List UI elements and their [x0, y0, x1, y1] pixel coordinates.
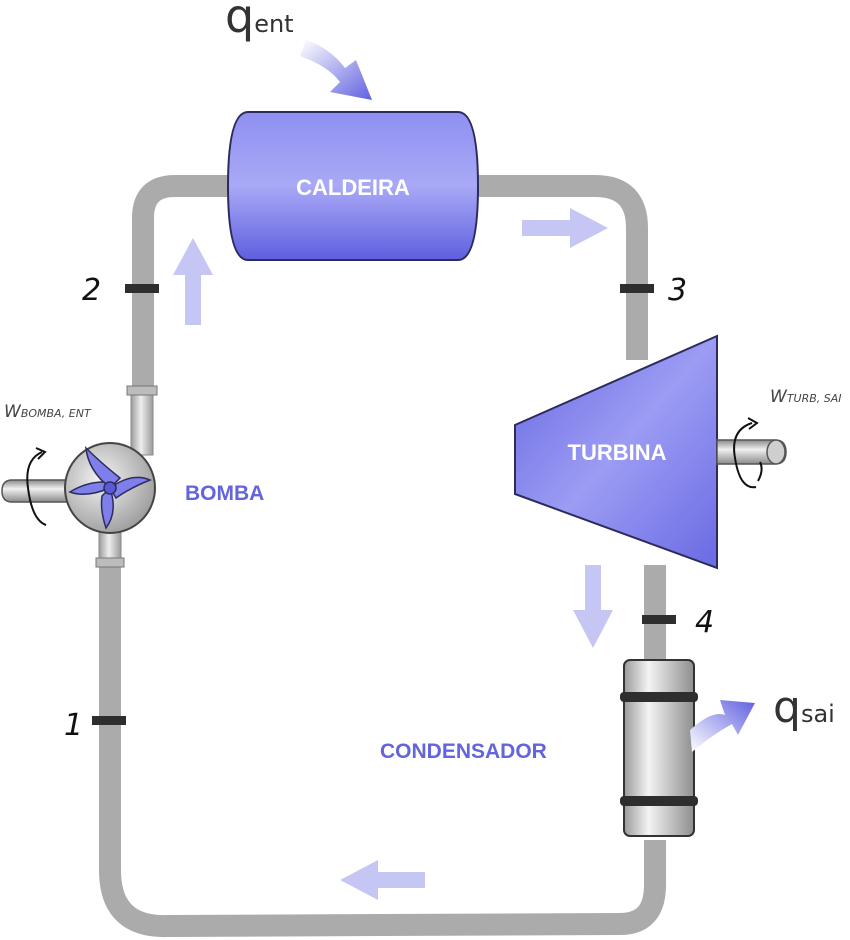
boiler — [226, 111, 480, 261]
heat-in-arrow — [300, 40, 372, 100]
heat-out-label: qsai — [773, 682, 835, 733]
state-marker-3 — [620, 284, 654, 293]
pump-pipe-top — [130, 389, 154, 456]
state-label-3: 3 — [668, 273, 687, 308]
state-label-2: 2 — [82, 273, 101, 308]
turbine-rotation-arrow — [733, 422, 757, 489]
state-marker-4 — [642, 615, 676, 624]
state-label-1: 1 — [64, 708, 83, 743]
state-marker-1 — [92, 716, 126, 725]
condenser-label: CONDENSADOR — [380, 740, 547, 763]
flow-arrow-left — [340, 860, 425, 900]
turbine-work-label: WTURB, SAI — [770, 387, 842, 407]
pipe-loop — [99, 175, 666, 938]
heat-out-arrow — [690, 700, 755, 752]
pump-label: BOMBA — [185, 482, 264, 505]
pump-rotation-arrow — [26, 451, 47, 526]
flow-arrow-right — [522, 208, 608, 248]
pump-shaft — [1, 479, 73, 503]
heat-in-label: qent — [225, 0, 294, 43]
condenser — [620, 659, 698, 837]
pump-impeller — [68, 446, 152, 530]
state-marker-2 — [125, 284, 159, 293]
turbine — [514, 334, 718, 570]
boiler-label: CALDEIRA — [296, 175, 410, 200]
pump-work-label: WBOMBA, ENT — [4, 402, 92, 422]
state-label-4: 4 — [695, 605, 714, 640]
flow-arrow-up — [173, 238, 213, 325]
flow-arrow-down — [573, 565, 613, 648]
turbine-label: TURBINA — [568, 440, 667, 465]
